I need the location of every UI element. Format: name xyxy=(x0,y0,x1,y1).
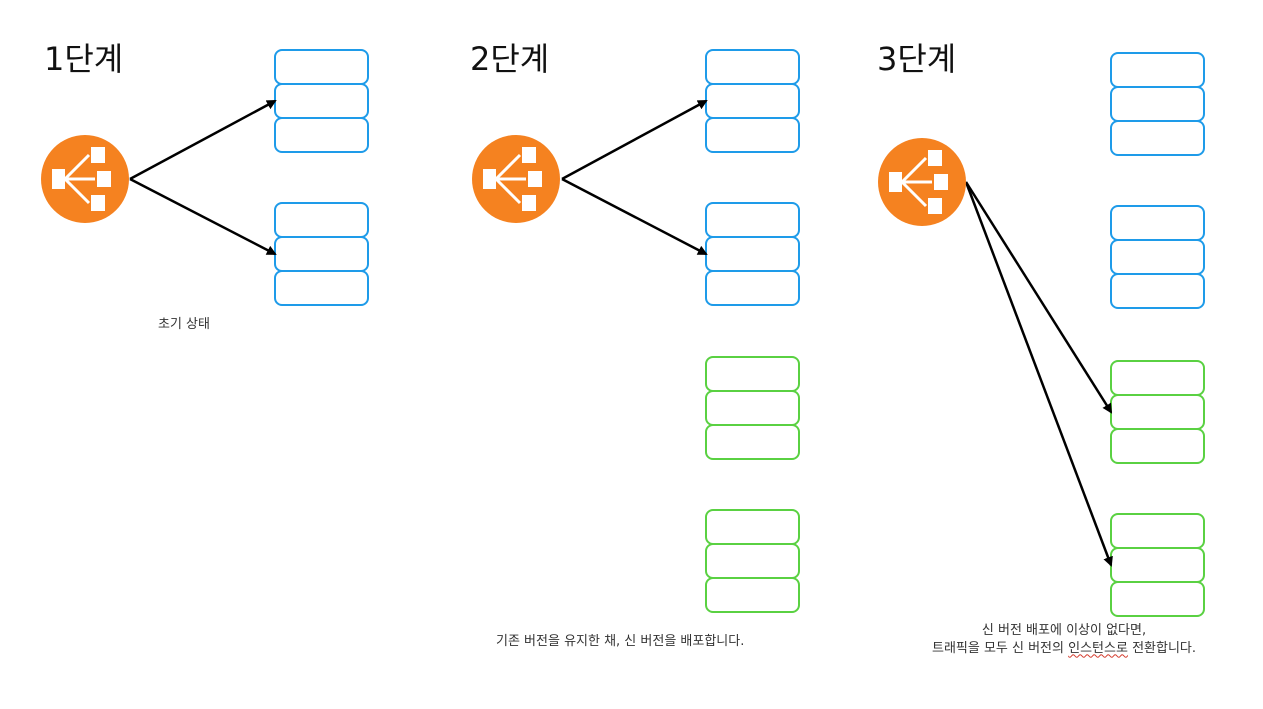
green-instance-slot xyxy=(1110,360,1205,396)
green-instance-slot xyxy=(1110,428,1205,464)
load-balancer-icon xyxy=(41,135,129,223)
stage-3-caption-line-2: 트래픽을 모두 신 버전의 인스턴스로 전환합니다. xyxy=(931,640,1197,656)
green-instance-slot xyxy=(705,390,800,426)
blue-instance-slot xyxy=(1110,273,1205,309)
stage-2-caption-line: 기존 버전을 유지한 채, 신 버전을 배포합니다. xyxy=(496,634,745,649)
blue-instance-group xyxy=(1110,205,1205,309)
blue-instance-slot xyxy=(1110,205,1205,241)
blue-instance-slot xyxy=(274,270,369,306)
green-instance-slot xyxy=(705,509,800,545)
traffic-arrow xyxy=(561,177,708,256)
stage-1 xyxy=(41,49,369,306)
blue-instance-slot xyxy=(274,117,369,153)
green-instance-group xyxy=(1110,513,1205,617)
stage-1-caption: 초기 상태 xyxy=(158,316,210,334)
traffic-arrow xyxy=(129,99,277,181)
green-instance-slot xyxy=(1110,513,1205,549)
blue-instance-slot xyxy=(274,49,369,85)
green-instance-slot xyxy=(705,424,800,460)
green-instance-slot xyxy=(1110,394,1205,430)
load-balancer-icon xyxy=(472,135,560,223)
spellcheck-underlined-word: 인스턴스로 xyxy=(1068,640,1128,656)
load-balancer-icon xyxy=(878,138,966,226)
blue-instance-group xyxy=(274,49,369,153)
stage-2-caption: 기존 버전을 유지한 채, 신 버전을 배포합니다. xyxy=(496,633,744,651)
stage-3-caption: 신 버전 배포에 이상이 없다면, 트래픽을 모두 신 버전의 인스턴스로 전환… xyxy=(914,622,1214,657)
stage-3-caption-line-1: 신 버전 배포에 이상이 없다면, xyxy=(981,623,1147,638)
blue-instance-slot xyxy=(705,117,800,153)
stage-3-title: 3단계 xyxy=(877,40,957,78)
green-instance-slot xyxy=(1110,547,1205,583)
blue-instance-slot xyxy=(274,236,369,272)
blue-instance-slot xyxy=(1110,86,1205,122)
stage-2 xyxy=(472,49,800,613)
traffic-arrow xyxy=(964,181,1113,567)
green-instance-group xyxy=(705,356,800,460)
blue-instance-group xyxy=(705,202,800,306)
blue-instance-slot xyxy=(1110,52,1205,88)
blue-instance-group xyxy=(1110,52,1205,156)
stage-1-caption-line: 초기 상태 xyxy=(158,317,210,332)
blue-instance-slot xyxy=(705,83,800,119)
blue-instance-slot xyxy=(274,83,369,119)
traffic-arrow xyxy=(964,181,1113,414)
green-instance-slot xyxy=(705,577,800,613)
blue-instance-slot xyxy=(705,270,800,306)
blue-instance-slot xyxy=(705,49,800,85)
stage-1-title: 1단계 xyxy=(44,40,124,78)
stage-3 xyxy=(878,52,1205,617)
blue-instance-slot xyxy=(274,202,369,238)
green-instance-group xyxy=(705,509,800,613)
blue-instance-group xyxy=(274,202,369,306)
traffic-arrow xyxy=(561,99,708,181)
blue-instance-slot xyxy=(705,236,800,272)
blue-instance-slot xyxy=(1110,120,1205,156)
blue-instance-slot xyxy=(705,202,800,238)
blue-instance-group xyxy=(705,49,800,153)
green-instance-slot xyxy=(705,356,800,392)
green-instance-slot xyxy=(1110,581,1205,617)
blue-instance-slot xyxy=(1110,239,1205,275)
traffic-arrow xyxy=(129,177,277,256)
green-instance-group xyxy=(1110,360,1205,464)
green-instance-slot xyxy=(705,543,800,579)
stage-2-title: 2단계 xyxy=(470,40,550,78)
